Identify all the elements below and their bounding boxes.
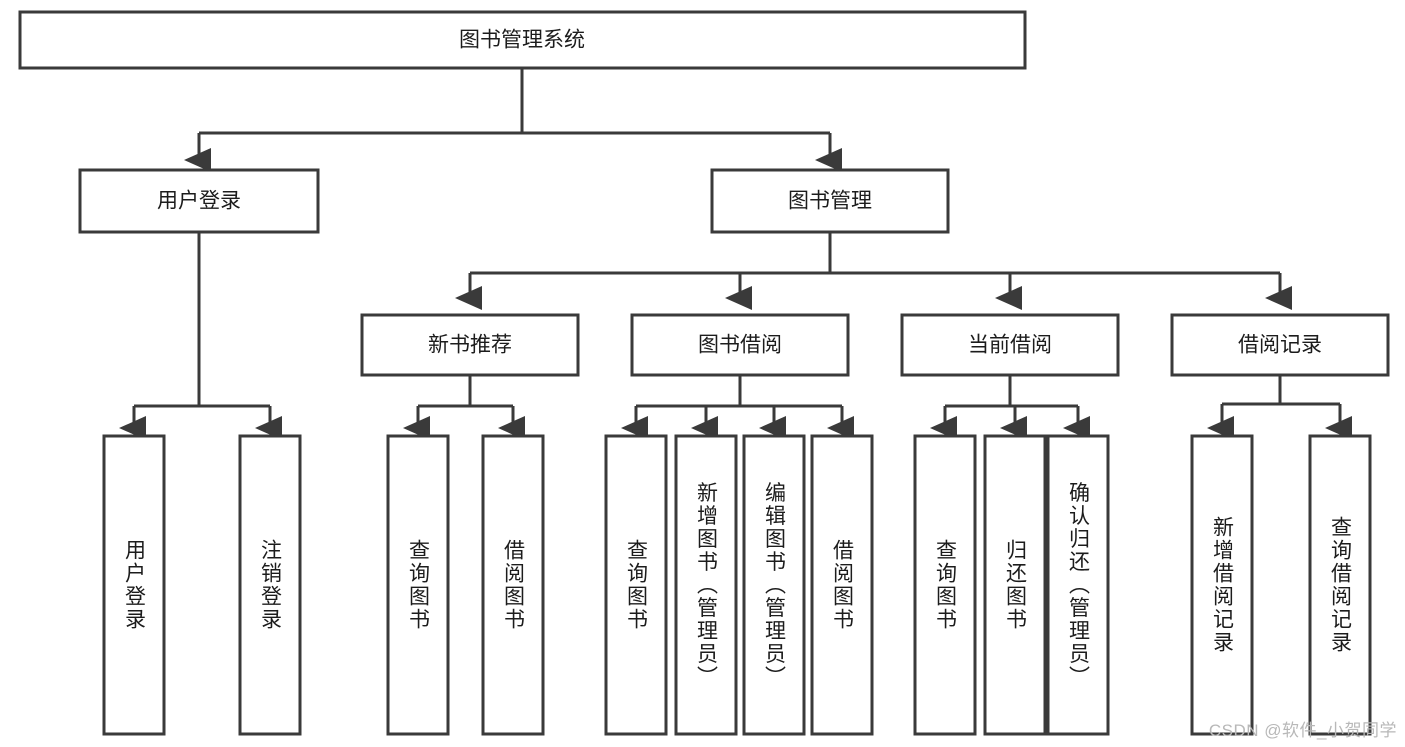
node-root-label: 图书管理系统 [459,29,585,52]
node-leaf-book-borrow-4-label: 借阅图书 [831,539,855,631]
node-leaf-book-borrow-3-label: 编辑图书（管理员） [763,482,787,689]
node-user-login-label: 用户登录 [157,190,241,213]
node-leaf-current-borrow-3-box [1046,434,1110,736]
node-leaf-book-borrow-4-box [810,434,874,736]
node-book-borrow-label: 图书借阅 [698,334,782,357]
node-leaf-borrow-record-1-box [1190,434,1254,736]
node-leaf-book-borrow-1[interactable]: 查询图书 [604,434,668,736]
node-leaf-current-borrow-2-box [983,434,1047,736]
node-leaf-current-borrow-3[interactable]: 确认归还（管理员） [1046,434,1110,736]
node-book-manage-box [710,168,950,234]
node-leaf-new-book-2[interactable]: 借阅图书 [481,434,545,736]
node-leaf-current-borrow-1-box [913,434,977,736]
node-leaf-new-book-2-box [481,434,545,736]
node-root-system[interactable]: 图书管理系统 [18,10,1027,70]
node-leaf-new-book-1-box [386,434,450,736]
node-leaf-book-borrow-3-box [742,434,806,736]
node-current-borrow-box [900,313,1120,377]
node-leaf-book-borrow-4[interactable]: 借阅图书 [810,434,874,736]
node-new-book-recommend-box [360,313,580,377]
node-leaf-borrow-record-2[interactable]: 查询借阅记录 [1308,434,1372,736]
edge-group-root-to-level2 [184,68,842,172]
node-book-manage-label: 图书管理 [788,190,872,213]
node-leaf-user-login-1-box [102,434,166,736]
node-leaf-user-login-1-label: 用户登录 [123,539,147,631]
node-leaf-current-borrow-1-label: 查询图书 [934,539,958,631]
node-leaf-user-login-1[interactable]: 用户登录 [102,434,166,736]
node-leaf-current-borrow-2[interactable]: 归还图书 [983,434,1047,736]
node-leaf-current-borrow-3-label: 确认归还（管理员） [1067,482,1091,689]
node-new-book-recommend[interactable]: 新书推荐 [360,313,580,377]
node-current-borrow-label: 当前借阅 [968,334,1052,357]
node-leaf-new-book-1[interactable]: 查询图书 [386,434,450,736]
node-leaf-user-login-2-box [238,434,302,736]
node-leaf-borrow-record-2-box [1308,434,1372,736]
node-book-borrow[interactable]: 图书借阅 [630,313,850,377]
node-leaf-book-borrow-2-box [674,434,738,736]
edge-group-currentborrow-to-leaves [930,375,1090,440]
edge-group-userlogin-to-leaves [119,232,282,440]
node-current-borrow[interactable]: 当前借阅 [900,313,1120,377]
node-leaf-new-book-2-label: 借阅图书 [502,539,526,631]
node-leaf-borrow-record-1[interactable]: 新增借阅记录 [1190,434,1254,736]
node-book-manage[interactable]: 图书管理 [710,168,950,234]
node-leaf-book-borrow-1-label: 查询图书 [625,539,649,631]
node-leaf-borrow-record-2-label: 查询借阅记录 [1329,516,1353,654]
edge-group-borrowrecord-to-leaves [1207,375,1352,440]
node-user-login-box [78,168,320,234]
node-book-borrow-box [630,313,850,377]
node-leaf-borrow-record-1-label: 新增借阅记录 [1211,516,1235,654]
node-leaf-new-book-1-label: 查询图书 [407,539,431,631]
node-borrow-record[interactable]: 借阅记录 [1170,313,1390,377]
node-borrow-record-box [1170,313,1390,377]
node-borrow-record-label: 借阅记录 [1238,334,1322,357]
node-leaf-current-borrow-1[interactable]: 查询图书 [913,434,977,736]
node-leaf-user-login-2-label: 注销登录 [259,539,283,631]
node-leaf-book-borrow-3[interactable]: 编辑图书（管理员） [742,434,806,736]
node-leaf-user-login-2[interactable]: 注销登录 [238,434,302,736]
edge-group-bookborrow-to-leaves [621,375,854,440]
node-leaf-book-borrow-2[interactable]: 新增图书（管理员） [674,434,738,736]
edge-group-newbook-to-leaves [403,375,525,440]
node-leaf-book-borrow-1-box [604,434,668,736]
node-root-box [18,10,1027,70]
edge-group-bookmanage-to-level3 [455,232,1292,310]
node-user-login[interactable]: 用户登录 [78,168,320,234]
node-leaf-book-borrow-2-label: 新增图书（管理员） [695,482,719,689]
node-leaf-current-borrow-2-label: 归还图书 [1004,539,1028,631]
node-new-book-recommend-label: 新书推荐 [428,334,512,357]
